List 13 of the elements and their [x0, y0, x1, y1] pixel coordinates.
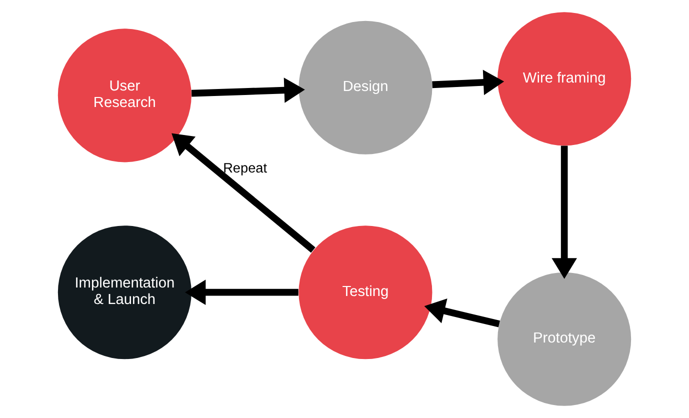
arrow: [432, 70, 504, 96]
arrow: [424, 298, 500, 328]
node-circle: User Research: [58, 28, 192, 162]
arrow: [191, 78, 305, 103]
arrow: [552, 146, 577, 279]
arrow: [172, 133, 316, 253]
node-circle: Wire framing: [498, 12, 632, 146]
arrow: [185, 280, 298, 306]
node-circle: Implementation & Launch: [58, 226, 192, 360]
edge-label: Repeat: [223, 160, 268, 176]
node-circle: Testing: [298, 226, 432, 360]
node-circle: Design: [298, 20, 432, 154]
node-circle: Prototype: [498, 272, 632, 406]
